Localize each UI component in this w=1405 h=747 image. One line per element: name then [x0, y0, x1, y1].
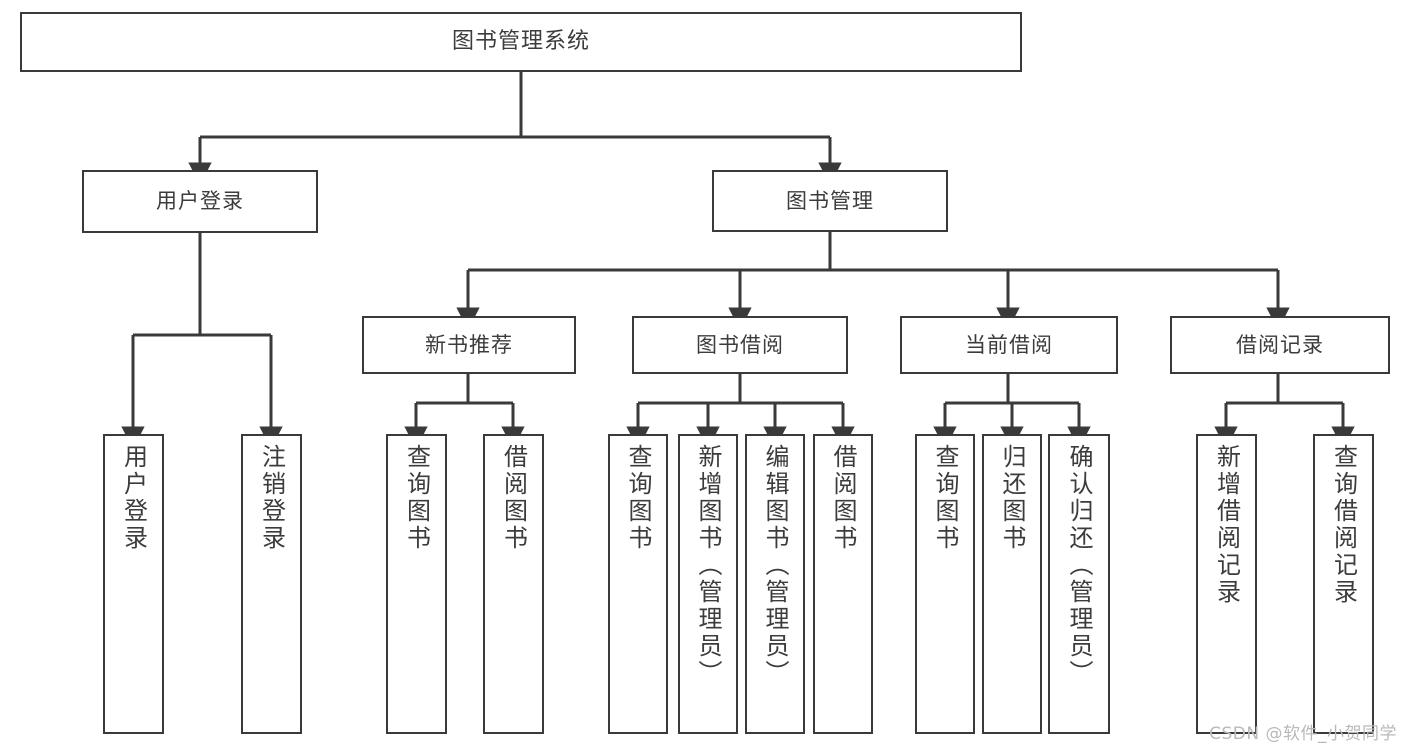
node-leaf-return-book-label: 归还图书	[998, 444, 1026, 552]
node-leaf-user-login-label: 用户登录	[119, 444, 148, 552]
node-leaf-confirm-return-label: 确认归还（管理员）	[1065, 444, 1093, 687]
node-leaf-query-record-label: 查询借阅记录	[1329, 444, 1358, 606]
node-new-book-recommend-label: 新书推荐	[425, 332, 513, 357]
node-root[interactable]: 图书管理系统	[20, 12, 1022, 72]
node-book-borrow[interactable]: 图书借阅	[632, 316, 848, 374]
node-leaf-edit-book-label: 编辑图书（管理员）	[761, 444, 789, 687]
node-leaf-borrow-book-2-label: 借阅图书	[829, 444, 857, 552]
node-leaf-borrow-book-2[interactable]: 借阅图书	[813, 434, 873, 734]
node-leaf-query-record[interactable]: 查询借阅记录	[1313, 434, 1374, 734]
node-leaf-borrow-book-1[interactable]: 借阅图书	[483, 434, 544, 734]
node-leaf-add-book-label: 新增图书（管理员）	[694, 444, 722, 687]
node-leaf-return-book[interactable]: 归还图书	[982, 434, 1042, 734]
node-book-borrow-label: 图书借阅	[696, 332, 784, 357]
node-leaf-query-book-3-label: 查询图书	[931, 444, 959, 552]
node-leaf-borrow-book-1-label: 借阅图书	[499, 444, 528, 552]
node-borrow-record[interactable]: 借阅记录	[1170, 316, 1390, 374]
node-leaf-add-record[interactable]: 新增借阅记录	[1196, 434, 1257, 734]
node-leaf-confirm-return[interactable]: 确认归还（管理员）	[1048, 434, 1110, 734]
node-borrow-record-label: 借阅记录	[1236, 332, 1324, 357]
node-book-management-label: 图书管理	[786, 188, 874, 213]
node-new-book-recommend[interactable]: 新书推荐	[362, 316, 576, 374]
node-user-login[interactable]: 用户登录	[82, 170, 318, 233]
node-root-label: 图书管理系统	[451, 29, 590, 55]
node-leaf-add-record-label: 新增借阅记录	[1212, 444, 1241, 606]
node-leaf-edit-book[interactable]: 编辑图书（管理员）	[745, 434, 805, 734]
watermark: CSDN @软件_小贺同学	[1209, 724, 1397, 744]
node-book-management[interactable]: 图书管理	[712, 170, 948, 232]
node-leaf-query-book-1-label: 查询图书	[402, 444, 431, 552]
node-user-login-label: 用户登录	[156, 189, 244, 214]
node-leaf-query-book-2[interactable]: 查询图书	[608, 434, 668, 734]
node-current-borrow-label: 当前借阅	[965, 332, 1053, 357]
node-leaf-logout[interactable]: 注销登录	[241, 434, 302, 734]
node-leaf-query-book-2-label: 查询图书	[624, 444, 652, 552]
node-leaf-query-book-1[interactable]: 查询图书	[386, 434, 447, 734]
node-current-borrow[interactable]: 当前借阅	[900, 316, 1118, 374]
node-leaf-logout-label: 注销登录	[257, 444, 286, 552]
node-leaf-query-book-3[interactable]: 查询图书	[915, 434, 975, 734]
node-leaf-add-book[interactable]: 新增图书（管理员）	[678, 434, 738, 734]
node-leaf-user-login[interactable]: 用户登录	[103, 434, 164, 734]
